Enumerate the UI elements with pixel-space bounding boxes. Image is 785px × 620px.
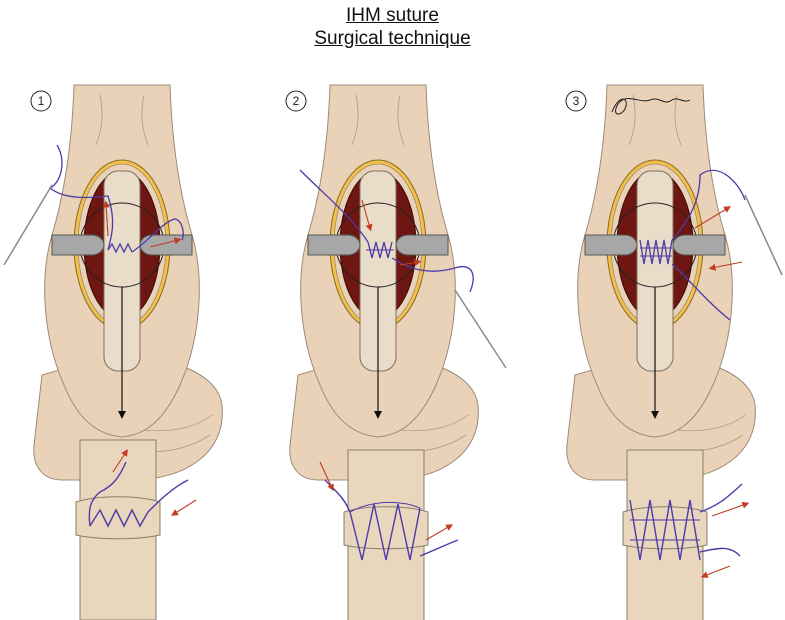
figure-title-line-2: Surgical technique (314, 28, 471, 49)
artist-signature (611, 98, 691, 115)
step-1-badge (30, 90, 52, 112)
step-2-panel: 2 (285, 85, 507, 620)
step-3-badge (565, 90, 587, 112)
figure-title-line-1: IHM suture (346, 5, 439, 26)
step-1-detail (75, 439, 161, 620)
step-3-panel: 3 (565, 85, 783, 620)
step-3-number: 3 (573, 94, 580, 108)
step-2-number: 2 (293, 94, 300, 108)
step-2-badge (285, 90, 307, 112)
needle-1 (3, 184, 53, 266)
step-3-leg (567, 85, 756, 480)
needle-3 (744, 194, 783, 276)
needle-2 (454, 289, 507, 369)
step-1-leg (34, 85, 223, 480)
step-2-leg (290, 85, 479, 480)
step-1-panel: 1 (3, 85, 223, 620)
step-1-number: 1 (38, 94, 45, 108)
